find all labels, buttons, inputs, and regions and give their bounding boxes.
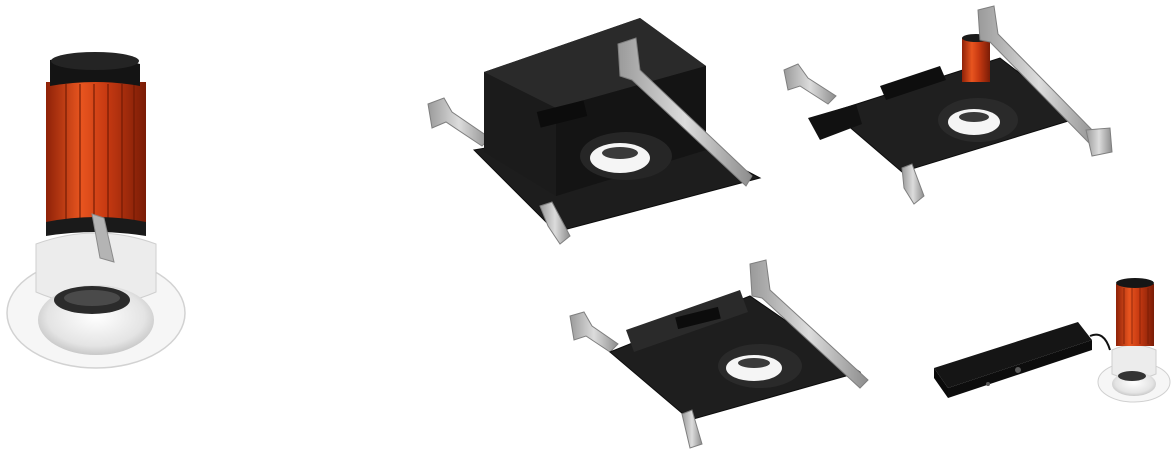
- remodel-driver-with-module: [934, 278, 1171, 403]
- new-construction-housing-large: [427, 18, 762, 245]
- new-construction-plate-with-module: [783, 5, 1113, 205]
- downlight-module: [6, 52, 186, 369]
- new-construction-plate-small: [569, 259, 869, 449]
